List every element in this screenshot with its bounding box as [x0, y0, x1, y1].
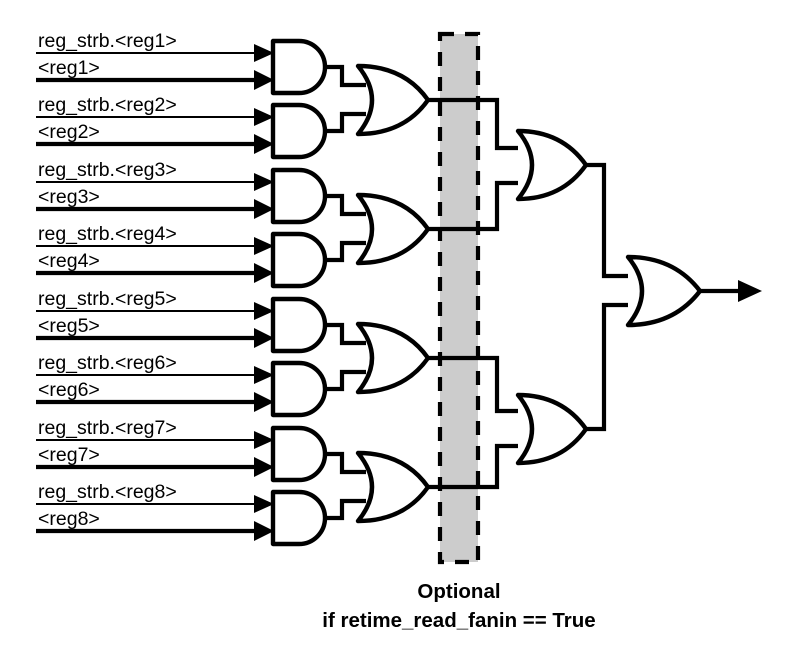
wire-or6-to-final: [586, 302, 628, 432]
wire-and1-to-or1: [325, 64, 366, 88]
input-wire-pair-4: [36, 237, 274, 283]
or-gate-4: [355, 450, 431, 524]
input-wires-group: [36, 44, 274, 541]
wire-and4-to-or2: [325, 240, 366, 263]
label-data-8: <reg8>: [38, 508, 100, 530]
input-wire-pair-5: [36, 302, 274, 348]
label-strobe-7: reg_strb.<reg7>: [38, 417, 177, 439]
and-gate-2: [270, 102, 328, 160]
input-wire-pair-8: [36, 495, 274, 541]
output-arrow: [738, 280, 762, 302]
and-gate-4: [270, 231, 328, 289]
data-arrow-3: [254, 199, 274, 219]
input-wire-pair-6: [36, 366, 274, 412]
or-gates-stage2-group: [515, 128, 589, 466]
strobe-arrow-1: [254, 44, 274, 62]
wire-or4-to-or6: [428, 443, 518, 490]
wire-and7-to-or4: [325, 451, 366, 475]
wire-and6-to-or3: [325, 369, 366, 392]
label-data-2: <reg2>: [38, 121, 100, 143]
or-gate-5: [515, 128, 589, 202]
strobe-arrow-7: [254, 431, 274, 449]
or-gate-2: [355, 192, 431, 266]
strobe-arrow-2: [254, 108, 274, 126]
label-data-3: <reg3>: [38, 186, 100, 208]
data-arrow-2: [254, 134, 274, 154]
or-gate-final: [625, 254, 703, 328]
optional-caption-group: Optional if retime_read_fanin == True: [322, 580, 595, 632]
strobe-arrow-4: [254, 237, 274, 255]
wire-or1-to-or5: [428, 97, 518, 151]
label-strobe-8: reg_strb.<reg8>: [38, 481, 177, 503]
or-gates-stage1-group: [355, 63, 431, 524]
and-gate-7: [270, 425, 328, 483]
data-arrow-6: [254, 392, 274, 412]
wire-or2-to-or5: [428, 180, 518, 232]
label-strobe-4: reg_strb.<reg4>: [38, 223, 177, 245]
label-data-6: <reg6>: [38, 379, 100, 401]
wire-and8-to-or4: [325, 498, 366, 521]
label-data-4: <reg4>: [38, 250, 100, 272]
input-wire-pair-2: [36, 108, 274, 154]
input-wire-pair-3: [36, 173, 274, 219]
data-arrow-5: [254, 328, 274, 348]
wire-and5-to-or3: [325, 322, 366, 346]
label-strobe-2: reg_strb.<reg2>: [38, 94, 177, 116]
and-gate-5: [270, 296, 328, 354]
or-gate-1: [355, 63, 431, 137]
data-arrow-8: [254, 521, 274, 541]
wire-and3-to-or2: [325, 193, 366, 217]
caption-line-2: if retime_read_fanin == True: [322, 609, 595, 632]
and-gate-3: [270, 167, 328, 225]
and-gate-8: [270, 489, 328, 547]
data-arrow-7: [254, 457, 274, 477]
input-wire-pair-7: [36, 431, 274, 477]
or-gates-stage3-group: [625, 254, 703, 328]
or-gate-6: [515, 392, 589, 466]
label-strobe-6: reg_strb.<reg6>: [38, 352, 177, 374]
strobe-arrow-8: [254, 495, 274, 513]
stage1-to-stage2-wires-group: [428, 97, 518, 490]
caption-line-1: Optional: [417, 580, 500, 603]
label-data-5: <reg5>: [38, 315, 100, 337]
stage2-to-stage3-wires-group: [586, 162, 628, 432]
data-arrow-1: [254, 70, 274, 90]
label-strobe-3: reg_strb.<reg3>: [38, 159, 177, 181]
output-wire-group: [700, 280, 762, 302]
signal-labels-group: reg_strb.<reg1> <reg1> reg_strb.<reg2> <…: [38, 30, 177, 530]
strobe-arrow-3: [254, 173, 274, 191]
wire-and2-to-or1: [325, 111, 366, 134]
input-wire-pair-1: [36, 44, 274, 90]
label-data-1: <reg1>: [38, 57, 100, 79]
optional-retime-region: [437, 31, 481, 565]
label-strobe-1: reg_strb.<reg1>: [38, 30, 177, 52]
label-data-7: <reg7>: [38, 444, 100, 466]
wire-or5-to-final: [586, 162, 628, 279]
and-gate-6: [270, 360, 328, 418]
or-gate-3: [355, 321, 431, 395]
strobe-arrow-5: [254, 302, 274, 320]
and-gates-group: [270, 38, 328, 547]
label-strobe-5: reg_strb.<reg5>: [38, 288, 177, 310]
and-gate-1: [270, 38, 328, 96]
and-to-or-wires-group: [325, 64, 366, 521]
wire-or3-to-or6: [428, 355, 518, 414]
strobe-arrow-6: [254, 366, 274, 384]
data-arrow-4: [254, 263, 274, 283]
